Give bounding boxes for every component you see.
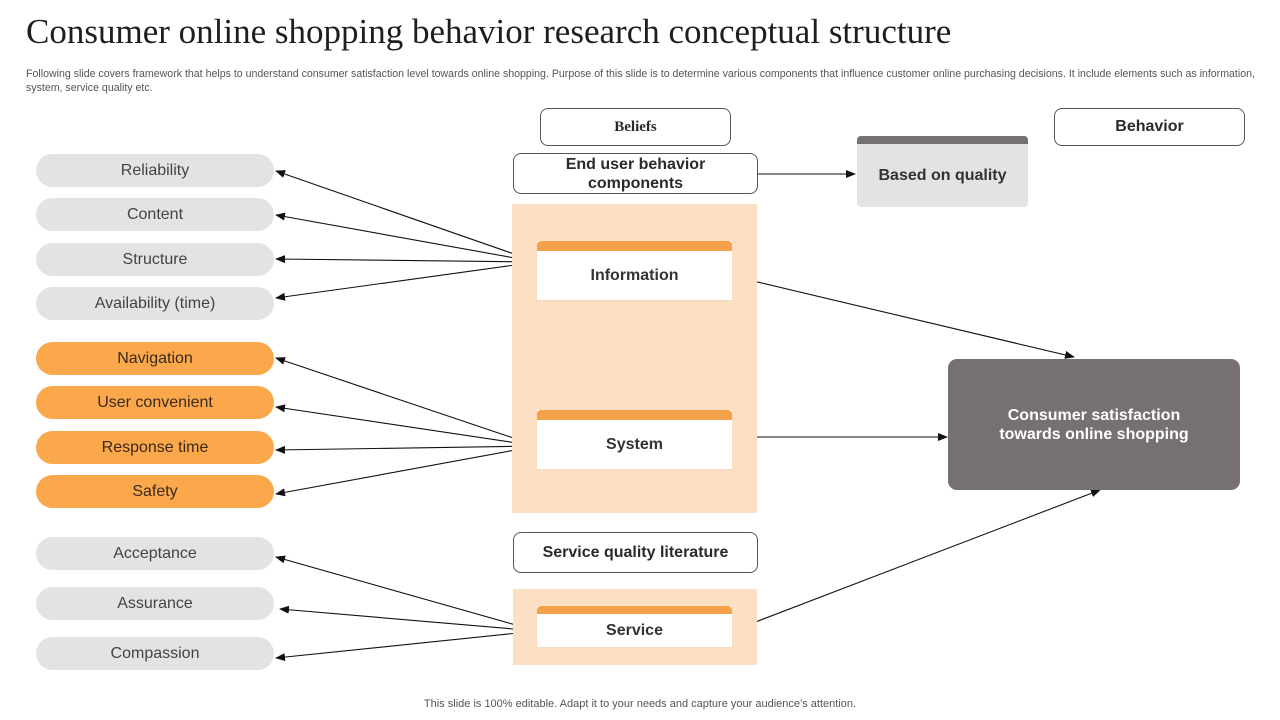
attribute-compassion: Compassion: [36, 637, 274, 670]
arrow-service-acceptance: [275, 555, 538, 632]
arrow-service-satisfaction: [731, 489, 1101, 632]
information-label: Information: [590, 266, 679, 284]
end-user-components-header: End user behavior components: [513, 153, 758, 194]
service-quality-header: Service quality literature: [513, 532, 758, 573]
arrow-information-structure: [275, 255, 538, 264]
arrow-service-assurance: [279, 605, 538, 632]
attribute-content: Content: [36, 198, 274, 231]
attribute-safety: Safety: [36, 475, 274, 508]
arrow-system-safety: [275, 445, 538, 497]
attribute-acceptance: Acceptance: [36, 537, 274, 570]
card-accent-strip: [537, 410, 732, 420]
information-card: Information: [537, 241, 732, 300]
consumer-satisfaction-box: Consumer satisfaction towards online sho…: [948, 359, 1240, 490]
attribute-availability: Availability (time): [36, 287, 274, 320]
attribute-structure: Structure: [36, 243, 274, 276]
behavior-header: Behavior: [1054, 108, 1245, 146]
beliefs-header: Beliefs: [540, 108, 731, 146]
based-on-quality-label: Based on quality: [878, 166, 1007, 184]
system-card: System: [537, 410, 732, 469]
service-label: Service: [606, 621, 663, 639]
system-label: System: [606, 435, 663, 453]
attribute-response-time: Response time: [36, 431, 274, 464]
card-accent-strip: [537, 241, 732, 251]
based-on-quality-box: Based on quality: [857, 136, 1028, 207]
card-accent-strip: [537, 606, 732, 614]
attribute-navigation: Navigation: [36, 342, 274, 375]
service-card: Service: [537, 606, 732, 647]
page-title: Consumer online shopping behavior resear…: [26, 12, 952, 51]
arrow-system-response-time: [275, 445, 538, 454]
attribute-user-convenient: User convenient: [36, 386, 274, 419]
arrow-service-compassion: [275, 630, 538, 662]
arrow-system-user-convenient: [275, 404, 538, 447]
arrow-system-navigation: [275, 357, 538, 447]
arrow-information-content: [275, 212, 538, 263]
attribute-reliability: Reliability: [36, 154, 274, 187]
quality-accent-strip: [857, 136, 1028, 144]
page-subtitle: Following slide covers framework that he…: [26, 68, 1255, 94]
attribute-assurance: Assurance: [36, 587, 274, 620]
footer-note: This slide is 100% editable. Adapt it to…: [423, 698, 857, 710]
arrow-information-reliability: [275, 170, 538, 263]
arrow-information-availability: [275, 261, 538, 301]
arrow-information-satisfaction: [731, 275, 1075, 359]
